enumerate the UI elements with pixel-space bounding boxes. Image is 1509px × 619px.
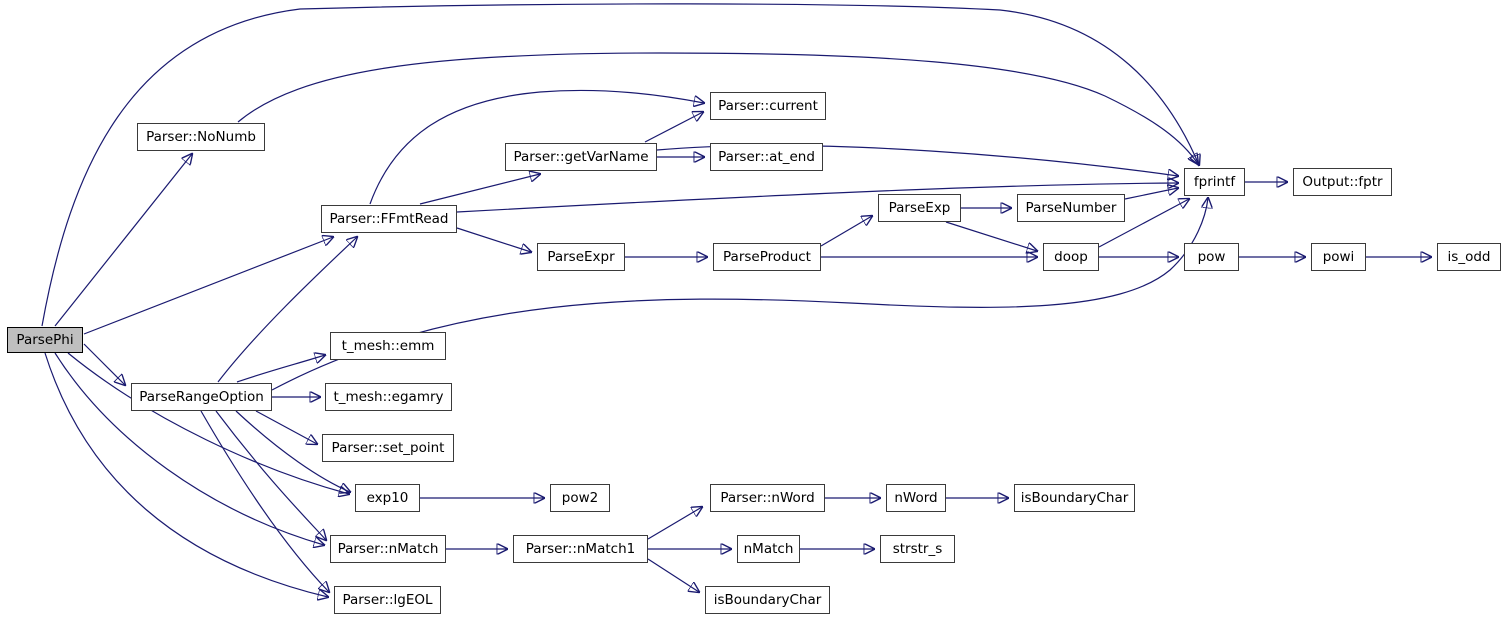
edge-FFmtRead-to-ParseExpr (456, 227, 531, 252)
node-ParseExpr[interactable]: ParseExpr (537, 243, 625, 271)
edge-ParseRangeOption-to-lgEOL (200, 410, 329, 592)
edge-ParseNumber-to-fprintf (1124, 188, 1178, 200)
node-Output_fptr[interactable]: Output::fptr (1293, 168, 1392, 196)
edge-ParsePhi-to-ParseRangeOption (83, 343, 125, 385)
node-ParseProduct[interactable]: ParseProduct (713, 243, 821, 271)
node-ParseExp[interactable]: ParseExp (878, 194, 961, 222)
node-emm[interactable]: t_mesh::emm (330, 332, 446, 360)
edge-nMatch1-to-isBoundaryChar2 (647, 558, 699, 592)
node-set_point[interactable]: Parser::set_point (322, 434, 454, 462)
edge-ParseProduct-to-ParseExp (820, 216, 872, 247)
node-ParseRangeOption[interactable]: ParseRangeOption (131, 383, 272, 411)
edge-ParsePhi-to-lgEOL (44, 352, 328, 597)
edge-ParseRangeOption-to-set_point (255, 410, 317, 444)
node-strstr_s[interactable]: strstr_s (880, 535, 955, 563)
edge-ParsePhi-to-fprintf (41, 3, 1199, 327)
node-NoNumb[interactable]: Parser::NoNumb (137, 123, 265, 151)
node-egamry[interactable]: t_mesh::egamry (325, 383, 452, 411)
edge-nMatch1-to-P_nWord (647, 507, 702, 540)
edge-ParsePhi-to-exp10 (67, 352, 349, 494)
edge-ParsePhi-to-FFmtRead (83, 237, 333, 335)
node-nMatch1[interactable]: Parser::nMatch1 (513, 535, 648, 563)
edge-FFmtRead-to-current (369, 89, 704, 205)
node-powi[interactable]: powi (1311, 243, 1366, 271)
edge-group (41, 3, 1431, 597)
edge-ParseRangeOption-to-emm (236, 355, 325, 383)
edge-doop-to-fprintf (1098, 199, 1189, 248)
edge-getVarName-to-current (644, 112, 703, 143)
node-nWord[interactable]: nWord (886, 484, 946, 512)
node-at_end[interactable]: Parser::at_end (710, 143, 823, 171)
node-current[interactable]: Parser::current (710, 92, 826, 120)
edge-NoNumb-to-fprintf (237, 52, 1198, 164)
node-FFmtRead[interactable]: Parser::FFmtRead (321, 205, 457, 233)
node-P_nWord[interactable]: Parser::nWord (710, 484, 825, 512)
node-pow[interactable]: pow (1184, 243, 1239, 271)
edge-FFmtRead-to-fprintf (456, 183, 1178, 213)
node-is_odd[interactable]: is_odd (1437, 243, 1501, 271)
node-lgEOL[interactable]: Parser::lgEOL (334, 586, 441, 614)
node-fprintf[interactable]: fprintf (1184, 168, 1245, 196)
node-doop[interactable]: doop (1043, 243, 1099, 271)
node-isBoundaryChar2[interactable]: isBoundaryChar (705, 586, 830, 614)
node-nMatch[interactable]: nMatch (737, 535, 800, 563)
node-getVarName[interactable]: Parser::getVarName (505, 143, 657, 171)
edge-FFmtRead-to-getVarName (419, 174, 540, 205)
node-exp10[interactable]: exp10 (355, 484, 420, 512)
node-pow2[interactable]: pow2 (550, 484, 610, 512)
node-ParseNumber[interactable]: ParseNumber (1017, 194, 1125, 222)
node-isBoundaryChar1[interactable]: isBoundaryChar (1014, 484, 1135, 512)
node-ParsePhi[interactable]: ParsePhi (7, 327, 83, 353)
edge-ParseRangeOption-to-exp10 (235, 410, 350, 492)
edge-ParsePhi-to-NoNumb (54, 154, 192, 327)
node-P_nMatch[interactable]: Parser::nMatch (330, 535, 446, 563)
edge-ParsePhi-to-P_nMatch (54, 352, 324, 545)
edge-ParseRangeOption-to-FFmtRead (217, 237, 357, 383)
edge-ParseExp-to-doop (945, 221, 1037, 251)
edge-ParseRangeOption-to-P_nMatch (215, 410, 326, 540)
